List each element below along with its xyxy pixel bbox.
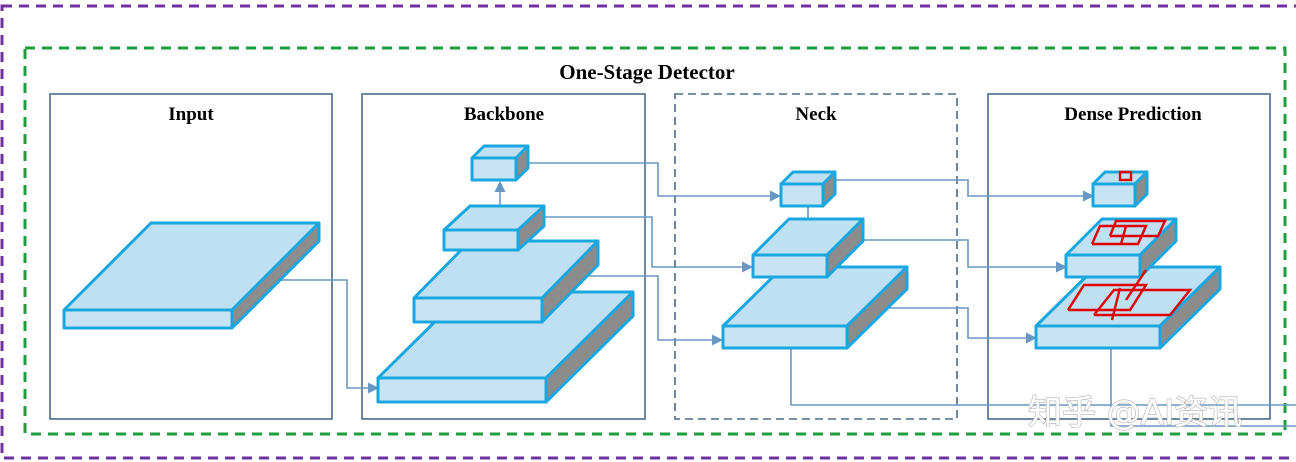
section-label-neck: Neck xyxy=(795,104,837,125)
prediction-box-small xyxy=(1118,170,1133,182)
section-label-input: Input xyxy=(168,104,214,125)
prediction-box-medium-c xyxy=(1119,225,1128,245)
section-label-dense-prediction: Dense Prediction xyxy=(1064,104,1202,125)
connector-backbone-c4-to-neck xyxy=(540,216,754,273)
prediction-box-medium-b xyxy=(1108,219,1167,238)
neck-panel xyxy=(674,93,958,420)
dense-prediction-panel xyxy=(987,93,1271,420)
block-backbone-c5 xyxy=(470,144,530,182)
connector-backbone-c3-to-neck xyxy=(570,275,724,346)
detector-dashed-frame xyxy=(23,46,1287,436)
connector-neck-p5-to-head xyxy=(836,179,1095,202)
connector-input-to-backbone xyxy=(280,279,380,394)
block-head-medium xyxy=(1064,217,1178,279)
prediction-box-large-b xyxy=(1093,288,1193,317)
prediction-box-large-a xyxy=(1066,283,1149,312)
diagram-title: One-Stage Detector xyxy=(559,60,735,84)
connector-backbone-c5-to-neck xyxy=(528,162,782,202)
block-backbone-c2 xyxy=(376,290,635,404)
block-neck-p3 xyxy=(721,265,909,350)
input-panel xyxy=(49,93,333,420)
block-neck-p4 xyxy=(751,217,865,279)
outer-dashed-frame xyxy=(0,4,1296,460)
prediction-box-medium-a xyxy=(1090,224,1148,246)
feature-blocks xyxy=(62,144,1222,404)
prediction-boxes xyxy=(1066,170,1193,321)
connector-neck-p4-to-head xyxy=(862,239,1068,273)
connector-neck-p3-to-head xyxy=(888,307,1038,344)
backbone-panel xyxy=(361,93,646,420)
prediction-box-large-c xyxy=(1110,287,1122,321)
block-neck-p5 xyxy=(779,170,837,208)
section-label-backbone: Backbone xyxy=(464,104,544,125)
block-backbone-c4 xyxy=(442,204,546,252)
block-head-large xyxy=(1034,265,1222,350)
block-input xyxy=(62,221,321,330)
watermark: 知乎 @AI资讯 xyxy=(1028,393,1242,433)
block-backbone-c3 xyxy=(412,239,600,324)
prediction-box-large-d xyxy=(1125,269,1147,301)
